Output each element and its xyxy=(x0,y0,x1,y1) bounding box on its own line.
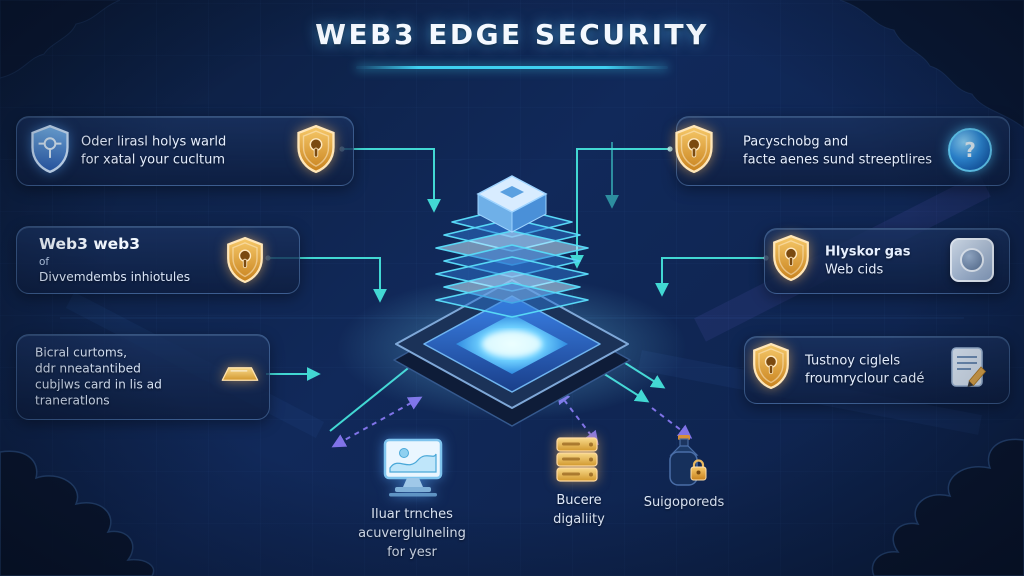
gold-shield-icon xyxy=(672,124,716,174)
callout-top-left: Oder lirasl holys warld for xatal your c… xyxy=(16,116,354,186)
monitor-label-line3: for yesr xyxy=(387,544,437,560)
callout-mid-left-sub: of xyxy=(39,256,50,269)
gold-shield-icon xyxy=(294,124,338,174)
servers-label-line1: Bucere xyxy=(556,493,602,508)
callout-bottom-left-line2: ddr nneatantibed xyxy=(35,361,141,376)
monitor-icon xyxy=(383,438,443,497)
flask-lock-icon xyxy=(669,435,707,486)
callout-bottom-left-line3: cubjlws card in lis ad xyxy=(35,377,162,391)
monitor-label: Iluar trnches acuverglulneling for yesr xyxy=(322,506,502,563)
callout-mid-left-line: Divvemdembs inhiotules xyxy=(39,270,191,285)
callout-bottom-left-line1: Bicral curtoms, xyxy=(35,345,127,360)
server-stack-icon xyxy=(556,437,598,482)
monitor-label-line1: Iluar trnches xyxy=(371,507,453,522)
callout-bottom-right-line1: Tustnoy ciglels xyxy=(805,353,901,369)
gold-shield-icon xyxy=(770,234,812,282)
title-underline xyxy=(356,66,668,69)
question-icon: ? xyxy=(948,128,992,172)
callout-mid-left-heading: Web3 web3 xyxy=(39,235,141,254)
gold-shield-icon xyxy=(224,236,266,284)
callout-bottom-left-line4: traneratlons xyxy=(35,392,110,407)
center-stack-illustration xyxy=(337,175,687,427)
monitor-label-line2: acuverglulneling xyxy=(358,525,466,541)
callout-mid-right-line1: Hlyskor gas xyxy=(825,244,911,260)
page-title: WEB3 EDGE SECURITY xyxy=(315,18,709,51)
servers-label-line2: digaliity xyxy=(553,511,605,527)
badge-icon xyxy=(950,238,994,282)
flask-label-line1: Suigoporeds xyxy=(643,495,725,510)
badge-emblem xyxy=(960,248,984,272)
gold-bar-icon xyxy=(221,367,259,381)
callout-mid-right-line2: Web cids xyxy=(825,262,884,277)
callout-bottom-right-line2: froumryclour cadé xyxy=(805,371,925,386)
document-pencil-icon xyxy=(951,347,987,387)
servers-label: Bucere digaliity xyxy=(524,492,634,530)
gold-shield-icon xyxy=(750,342,792,390)
callout-top-left-line2: for xatal your cucltum xyxy=(81,152,225,167)
callout-top-right-line2: facte aenes sund streeptlires xyxy=(743,152,932,167)
callout-top-right-line1: Pacyschobg and xyxy=(743,134,849,150)
blue-shield-icon xyxy=(28,124,72,174)
flask-label: Suigoporeds xyxy=(614,494,754,513)
question-glyph: ? xyxy=(964,138,976,162)
callout-top-left-line1: Oder lirasl holys warld xyxy=(81,134,227,150)
callout-mid-left: Web3 web3 of Divvemdembs inhiotules xyxy=(16,226,300,294)
